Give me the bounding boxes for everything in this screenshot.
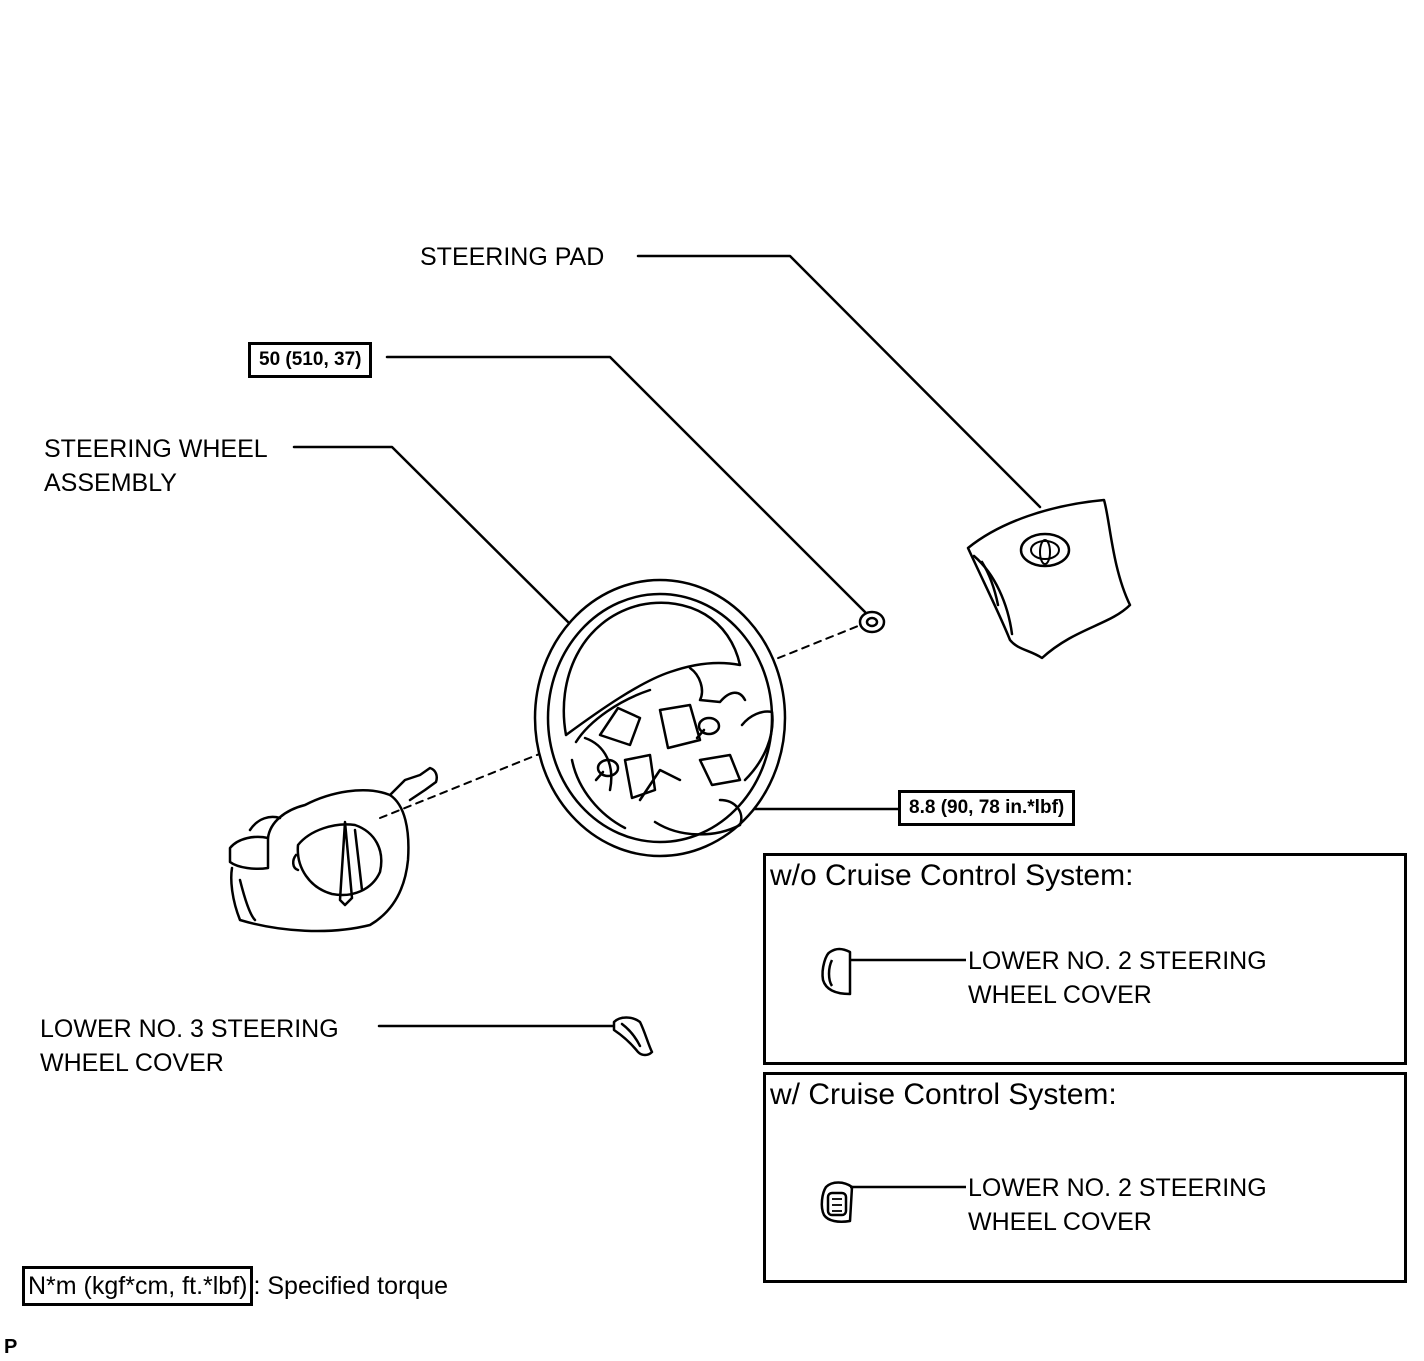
leader-steering-pad xyxy=(636,254,1042,509)
panel-with-cruise-title: w/ Cruise Control System: xyxy=(770,1078,1117,1111)
label-lower-no3-line2: WHEEL COVER xyxy=(40,1049,224,1077)
steering-pad-drawing xyxy=(966,498,1132,660)
panel-without-cruise-label-line1: LOWER NO. 2 STEERING xyxy=(968,947,1267,975)
toyota-emblem-icon xyxy=(1019,532,1071,568)
steering-wheel-drawing xyxy=(533,578,787,858)
panel-without-cruise-title: w/o Cruise Control System: xyxy=(770,859,1134,892)
label-steering-pad: STEERING PAD xyxy=(420,243,605,271)
lower-no3-cover-drawing xyxy=(612,1016,654,1057)
torque-screws: 8.8 (90, 78 in.*lbf) xyxy=(898,790,1076,826)
leader-nut-torque xyxy=(385,355,867,614)
combination-switch-drawing xyxy=(228,766,438,933)
lower-no2-cover-cruise-drawing xyxy=(820,1181,966,1223)
legend-description: : Specified torque xyxy=(253,1272,449,1300)
panel-with-cruise-label-line2: WHEEL COVER xyxy=(968,1208,1152,1236)
panel-without-cruise-label-line2: WHEEL COVER xyxy=(968,981,1152,1009)
lower-no2-cover-plain-drawing xyxy=(821,947,966,996)
label-steering-wheel-line2: ASSEMBLY xyxy=(44,469,177,497)
steering-wheel-nut xyxy=(858,610,886,634)
corner-mark: P xyxy=(4,1336,18,1358)
panel-with-cruise-control: w/ Cruise Control System: LOWER NO. 2 ST… xyxy=(763,1072,1407,1283)
legend-units-box: N*m (kgf*cm, ft.*lbf) xyxy=(22,1266,254,1306)
leader-steering-wheel xyxy=(292,445,570,624)
torque-legend: N*m (kgf*cm, ft.*lbf): Specified torque xyxy=(22,1266,448,1306)
label-steering-wheel-line1: STEERING WHEEL xyxy=(44,435,268,463)
panel-with-cruise-label-line1: LOWER NO. 2 STEERING xyxy=(968,1174,1267,1202)
torque-nut: 50 (510, 37) xyxy=(248,342,373,378)
label-lower-no3-line1: LOWER NO. 3 STEERING xyxy=(40,1015,339,1043)
panel-without-cruise-control: w/o Cruise Control System: LOWER NO. 2 S… xyxy=(763,853,1407,1065)
